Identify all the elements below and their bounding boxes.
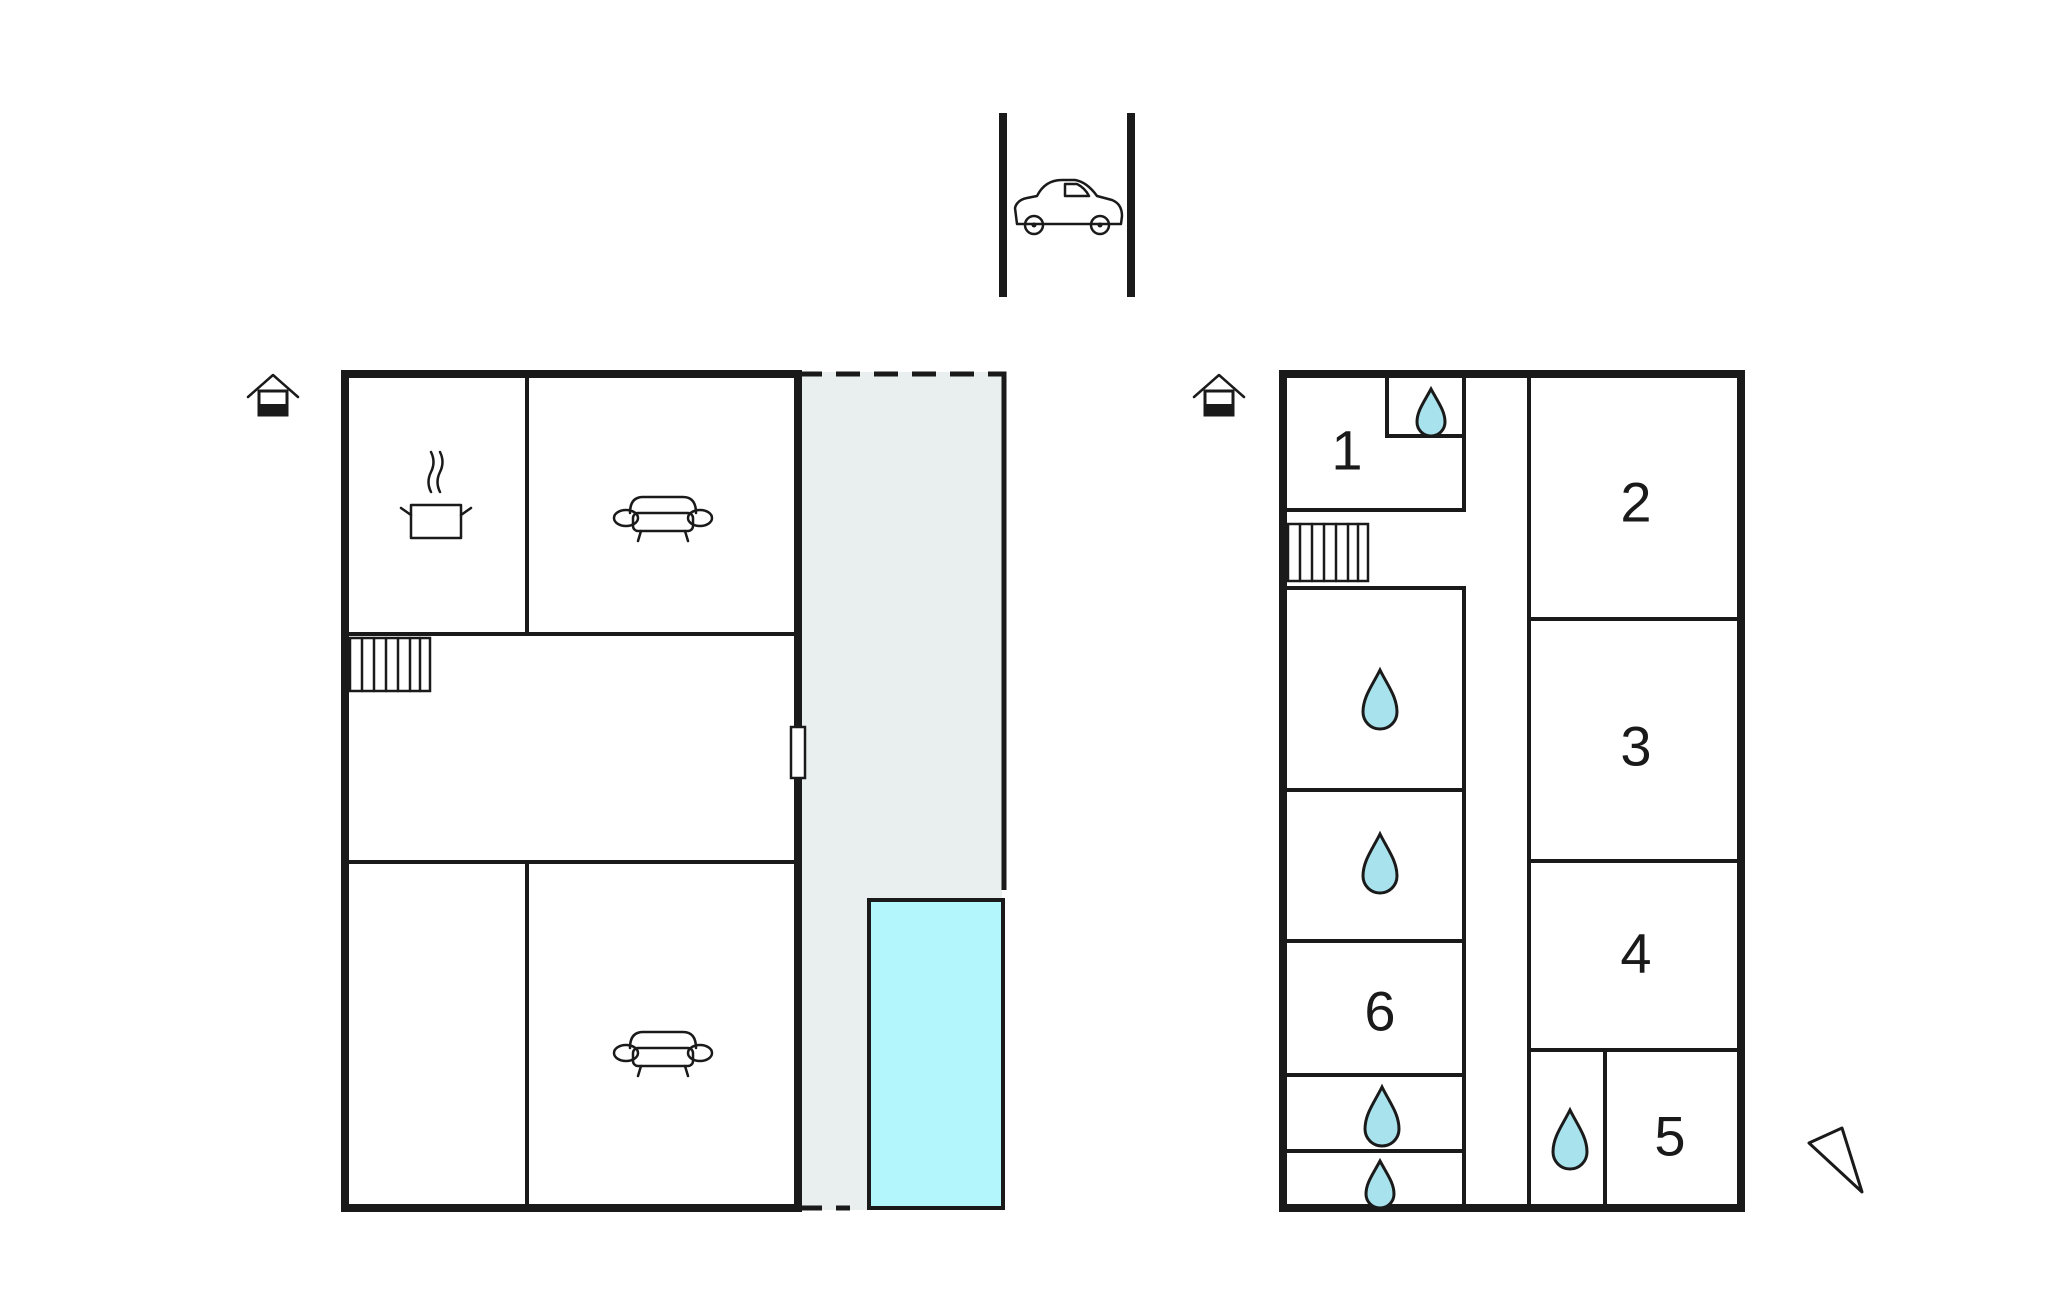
room-number-2: 2: [1620, 471, 1651, 534]
room-number-3: 3: [1620, 715, 1651, 778]
house-floor-icon: [1192, 373, 1246, 417]
parking-area: [999, 113, 1135, 297]
door: [789, 725, 807, 780]
car-icon: [1013, 178, 1124, 236]
water-drop-icon: [1415, 387, 1447, 438]
upper-floor: 1 2 3 4 5 6: [1192, 370, 1745, 1212]
compass-arrow-icon: [1807, 1126, 1864, 1194]
water-drop-icon: [1363, 1085, 1401, 1148]
sofa-icon: [612, 1030, 714, 1078]
room-number-5: 5: [1654, 1105, 1685, 1168]
house-floor-icon: [246, 373, 300, 417]
water-drop-icon: [1364, 1159, 1396, 1210]
water-drop-icon: [1551, 1108, 1589, 1171]
pool: [867, 898, 1005, 1210]
ground-floor-outer-wall: [341, 370, 802, 1212]
stairs-icon: [348, 636, 432, 693]
ground-floor: [246, 370, 1007, 1212]
cooking-pot-icon: [399, 450, 473, 540]
sofa-icon: [612, 495, 714, 543]
wall: [1283, 374, 1466, 512]
terrace-dashed-border: [798, 371, 1007, 1211]
room-number-1: 1: [1331, 419, 1362, 482]
wall: [1283, 586, 1466, 1208]
stairs-icon: [1286, 522, 1370, 583]
water-drop-icon: [1361, 832, 1399, 895]
room-number-6: 6: [1364, 980, 1395, 1043]
water-drop-icon: [1361, 668, 1399, 731]
room-number-4: 4: [1620, 922, 1651, 985]
wall: [1385, 374, 1464, 438]
